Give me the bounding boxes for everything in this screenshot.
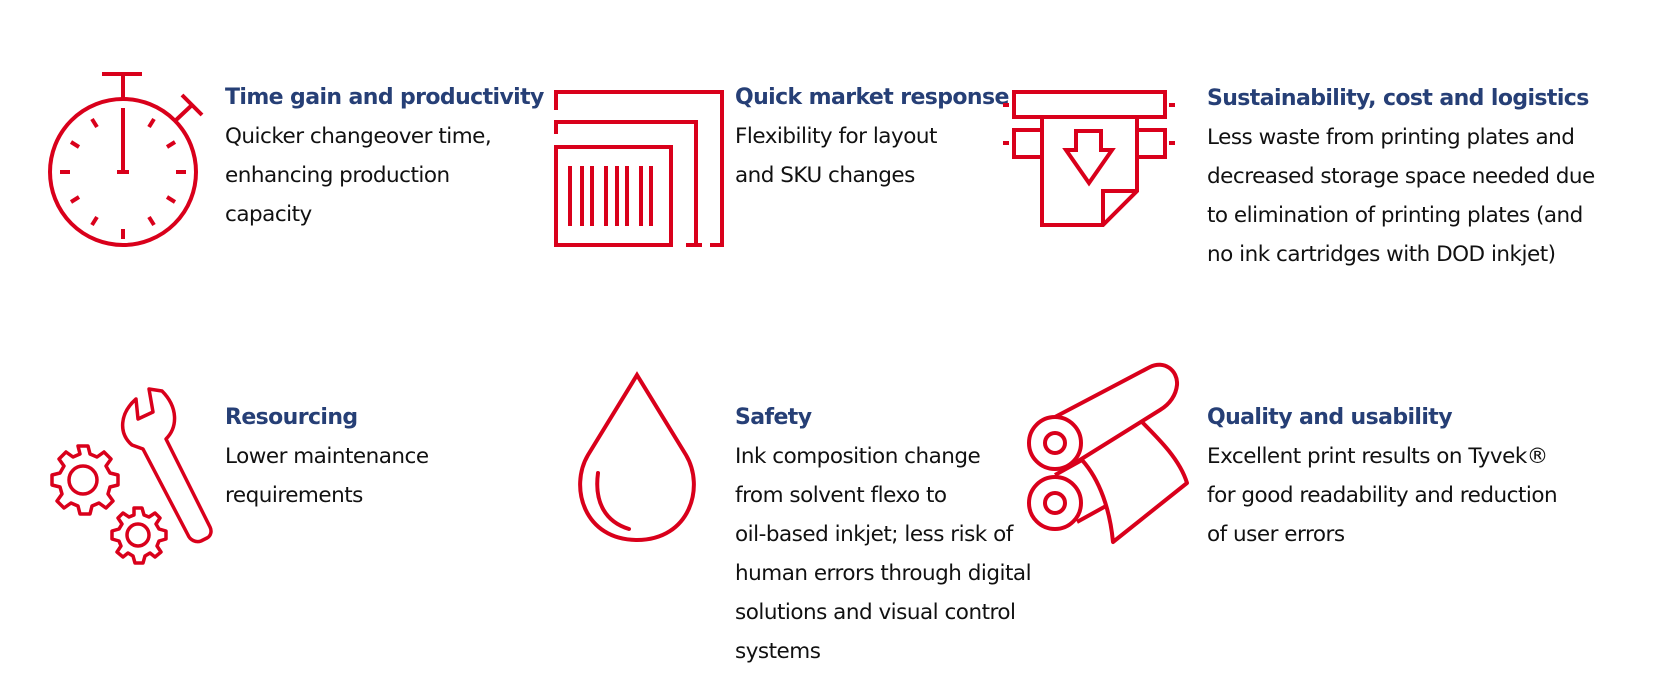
ink-drop-icon (570, 365, 710, 555)
feature-title: Safety (735, 405, 812, 430)
feature-description-line: Flexibility for layout (735, 124, 937, 149)
wrench-gears-icon (40, 385, 220, 570)
feature-title: Quality and usability (1207, 405, 1453, 430)
feature-description-line: capacity (225, 202, 312, 227)
feature-description-line: to elimination of printing plates (and (1207, 203, 1583, 228)
feature-description-line: human errors through digital (735, 561, 1032, 586)
feature-description-line: solutions and visual control (735, 600, 1016, 625)
feature-description-line: Quicker changeover time, (225, 124, 492, 149)
feature-title: Resourcing (225, 405, 358, 430)
feature-description-line: oil-based inkjet; less risk of (735, 522, 1013, 547)
feature-text: Resourcing Lower maintenance requirement… (225, 398, 429, 515)
feature-description-line: Excellent print results on Tyvek® (1207, 444, 1548, 469)
feature-description-line: Ink composition change (735, 444, 981, 469)
feature-description-line: and SKU changes (735, 163, 915, 188)
feature-description-line: no ink cartridges with DOD inkjet) (1207, 242, 1556, 267)
printer-output-icon (1000, 80, 1180, 240)
feature-text: Sustainability, cost and logistics Less … (1207, 79, 1595, 274)
feature-title: Quick market response (735, 85, 1009, 110)
feature-description-line: Lower maintenance (225, 444, 429, 469)
barcode-labels-icon (550, 85, 730, 255)
feature-description-line: systems (735, 639, 821, 664)
print-rollers-icon (1027, 360, 1210, 550)
feature-text: Quality and usability Excellent print re… (1207, 398, 1558, 554)
feature-description-line: Less waste from printing plates and (1207, 125, 1575, 150)
stopwatch-icon (40, 65, 220, 255)
feature-text: Safety Ink composition change from solve… (735, 398, 1032, 671)
feature-text: Quick market response Flexibility for la… (735, 78, 1009, 195)
feature-title: Time gain and productivity (225, 85, 544, 110)
feature-description-line: requirements (225, 483, 363, 508)
feature-description-line: enhancing production (225, 163, 450, 188)
feature-description-line: for good readability and reduction (1207, 483, 1558, 508)
feature-description-line: decreased storage space needed due (1207, 164, 1595, 189)
feature-description-line: of user errors (1207, 522, 1345, 547)
feature-text: Time gain and productivity Quicker chang… (225, 78, 544, 234)
feature-description-line: from solvent flexo to (735, 483, 947, 508)
feature-title: Sustainability, cost and logistics (1207, 86, 1589, 111)
